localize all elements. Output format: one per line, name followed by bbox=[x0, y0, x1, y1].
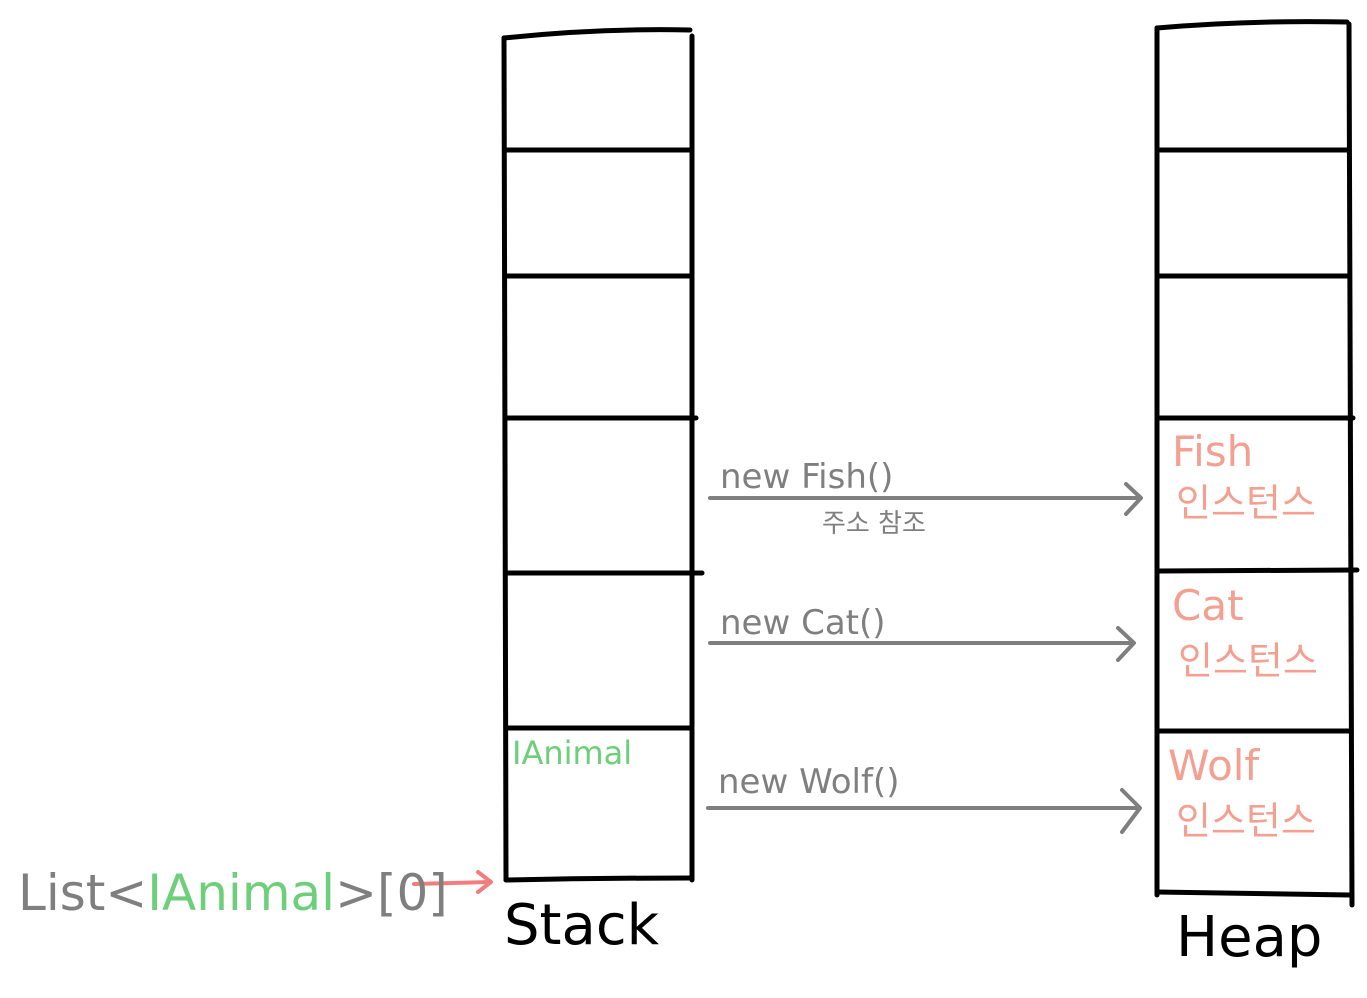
arrow-label-cat: new Cat() bbox=[720, 603, 886, 643]
heap-title: Heap bbox=[1176, 905, 1322, 970]
stack-title: Stack bbox=[504, 893, 660, 958]
arrow-line bbox=[412, 880, 492, 886]
arrow-fish bbox=[708, 482, 1143, 516]
heap-top-border bbox=[1154, 19, 1350, 31]
stack-slot-type-label: IAnimal bbox=[512, 734, 632, 772]
heap-instance-desc-fish: 인스턴스 bbox=[1176, 481, 1316, 525]
heap-right-border bbox=[1346, 21, 1355, 908]
stack-left-border bbox=[501, 35, 509, 883]
list-generic-type: IAnimal bbox=[147, 864, 335, 922]
arrow-label-wolf: new Wolf() bbox=[718, 762, 899, 802]
heap-divider bbox=[1156, 567, 1360, 574]
stack-top-border bbox=[501, 27, 693, 41]
heap-instance-name-wolf: Wolf bbox=[1168, 741, 1260, 790]
arrow-cat bbox=[708, 626, 1136, 662]
heap-instance-desc-wolf: 인스턴스 bbox=[1176, 799, 1316, 843]
list-prefix: List< bbox=[18, 864, 147, 922]
arrow-head bbox=[1116, 626, 1136, 662]
arrow-head bbox=[1120, 788, 1142, 834]
stack-bottom-border bbox=[503, 875, 695, 883]
arrow-label-fish: new Fish() bbox=[720, 457, 893, 497]
list-pointer-arrow bbox=[412, 870, 493, 894]
stack-column bbox=[501, 27, 705, 883]
arrow-wolf bbox=[706, 788, 1142, 834]
heap-instance-name-cat: Cat bbox=[1172, 581, 1244, 630]
arrow-head bbox=[1124, 482, 1143, 516]
heap-column bbox=[1154, 19, 1360, 908]
arrow-head bbox=[476, 870, 493, 894]
heap-instance-desc-cat: 인스턴스 bbox=[1178, 639, 1318, 683]
arrow-sublabel-fish: 주소 참조 bbox=[822, 509, 926, 539]
heap-instance-name-fish: Fish bbox=[1172, 427, 1253, 476]
heap-bottom-border bbox=[1154, 889, 1353, 898]
list-suffix: >[0] bbox=[335, 864, 448, 922]
list-reference-label: List<IAnimal>[0] bbox=[18, 864, 448, 922]
